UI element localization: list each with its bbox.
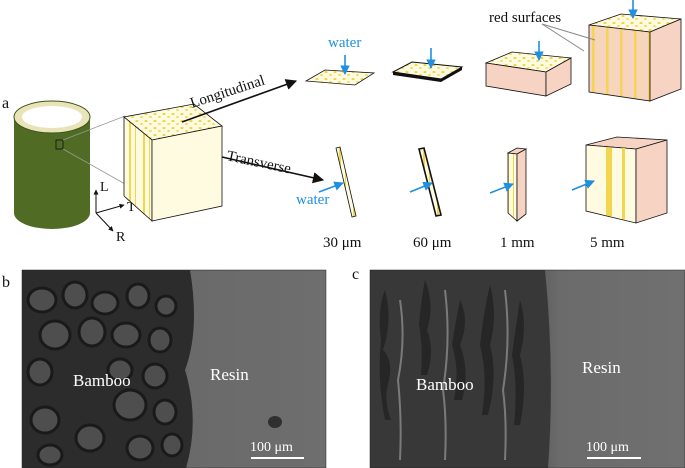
transverse-slice-5mm <box>571 136 668 224</box>
axis-L-label: L <box>100 180 109 195</box>
longitudinal-slice-1mm <box>484 41 573 97</box>
panel-b-label: b <box>2 274 10 291</box>
longitudinal-slice-60um <box>391 48 464 82</box>
transverse-label: Transverse <box>225 148 293 177</box>
panel-b-scale-label: 100 μm <box>250 440 293 455</box>
transverse-slice-30um: water <box>296 146 357 218</box>
size-label-5mm: 5 mm <box>590 235 625 251</box>
axis-T-label: T <box>127 200 136 215</box>
panel-b-resin-label: Resin <box>210 365 249 384</box>
panel-a: a L T R Longitudinal <box>2 0 682 251</box>
water-label-side: water <box>296 192 329 208</box>
panel-c-label: c <box>352 266 359 283</box>
axis-indicator: L T R <box>93 180 136 245</box>
axis-R-label: R <box>116 230 126 245</box>
sample-marker <box>55 139 64 150</box>
transverse-arrow <box>221 156 325 184</box>
red-surfaces-label: red surfaces <box>489 10 561 26</box>
sem-image-b <box>21 269 327 468</box>
panel-b: b <box>2 269 327 468</box>
panel-c: c Bamboo Resin 100 μm <box>352 266 685 468</box>
panel-b-bamboo-label: Bamboo <box>73 371 131 390</box>
size-label-60um: 60 μm <box>413 235 452 251</box>
water-label-top: water <box>328 35 361 51</box>
panel-a-label: a <box>2 95 9 112</box>
longitudinal-arrow <box>181 79 298 123</box>
panel-c-resin-label: Resin <box>582 358 621 377</box>
size-label-30um: 30 μm <box>323 235 362 251</box>
transverse-slice-60um <box>409 147 442 217</box>
longitudinal-slice-5mm: red surfaces <box>489 0 682 102</box>
central-block <box>123 103 223 222</box>
size-label-1mm: 1 mm <box>500 235 535 251</box>
longitudinal-slice-30um: water <box>304 35 376 86</box>
sem-image-c <box>369 269 685 468</box>
panel-c-bamboo-label: Bamboo <box>416 375 474 394</box>
transverse-slice-1mm <box>489 147 528 222</box>
panel-c-scale-label: 100 μm <box>586 440 629 455</box>
